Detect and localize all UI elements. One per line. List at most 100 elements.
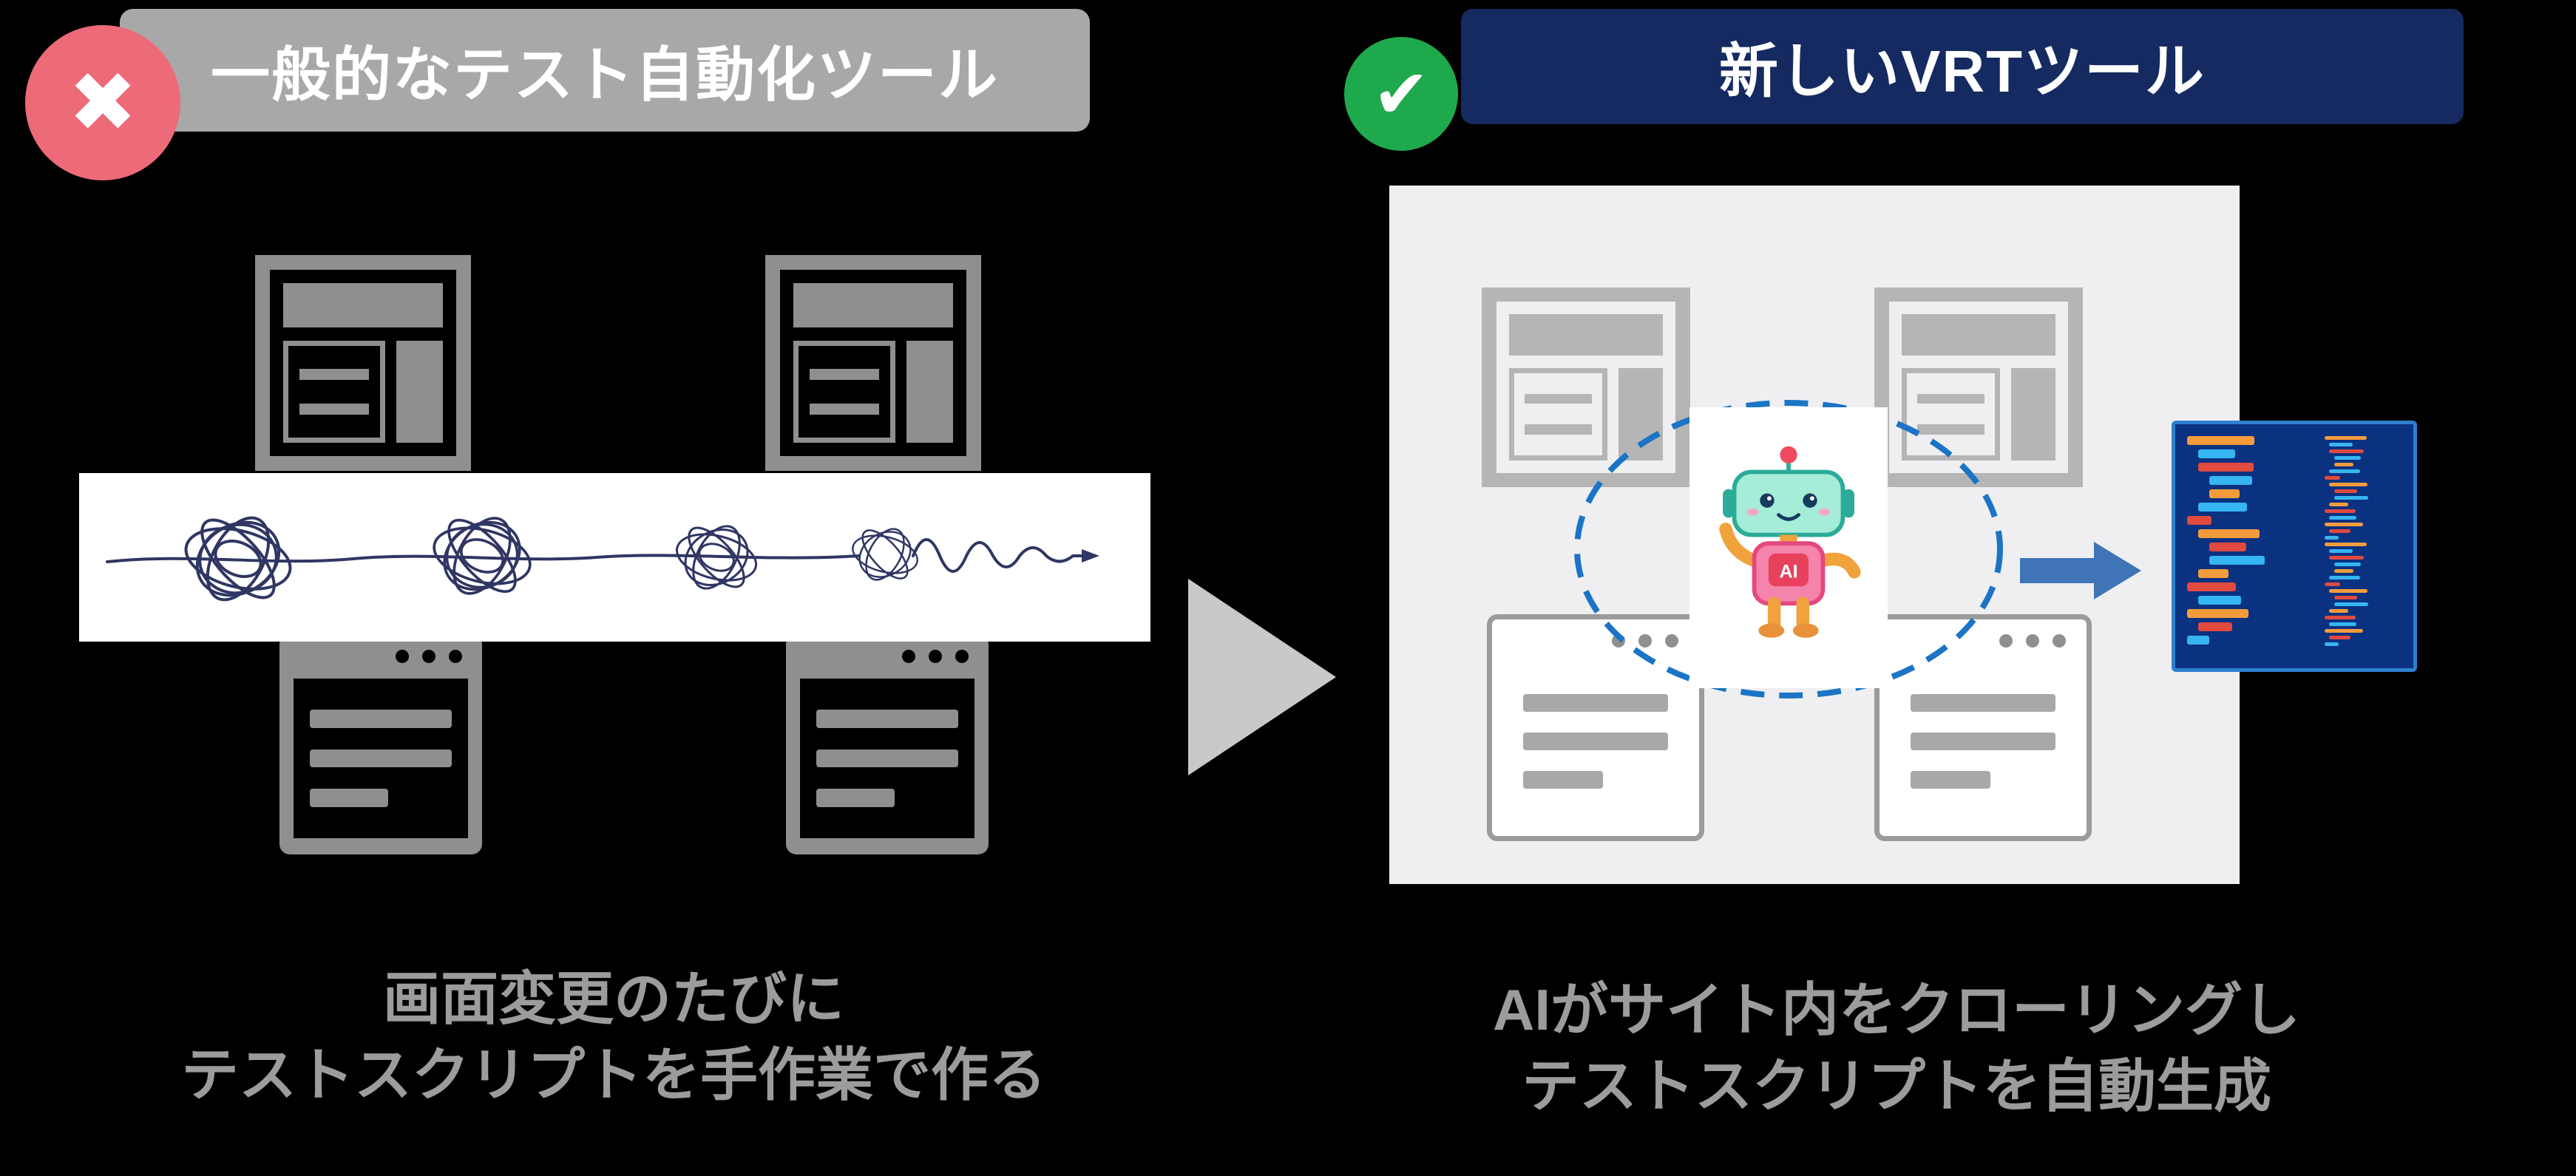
window-content [1506, 662, 1685, 820]
webpage-icon-detail [270, 270, 456, 456]
code-line [2333, 569, 2353, 573]
code-main-column [2187, 436, 2310, 656]
code-line [2325, 509, 2356, 513]
code-line [2197, 529, 2260, 538]
code-line [2187, 609, 2249, 618]
page-text-block [283, 340, 386, 443]
code-line [2187, 516, 2212, 525]
check-badge: ✔ [1344, 37, 1458, 151]
robot-icon: AI [1719, 446, 1861, 638]
webpage-icon [1482, 288, 1690, 487]
code-line [2333, 602, 2369, 606]
right-caption: AIがサイト内をクローリングし テストスクリプトを自動生成 [1331, 972, 2462, 1124]
code-line [2325, 436, 2367, 440]
code-line [2325, 629, 2364, 633]
code-minimap-column [2325, 436, 2402, 656]
left-header: 一般的なテスト自動化ツール [120, 9, 1090, 132]
code-line [2197, 569, 2229, 578]
code-line [2209, 543, 2246, 551]
code-line [2325, 582, 2340, 586]
cross-icon: ✖ [68, 56, 138, 149]
ai-robot-illustration: AI [1689, 407, 1888, 688]
browser-window-icon [786, 634, 989, 854]
window-menu-dots [786, 634, 989, 679]
webpage-icon [255, 255, 471, 471]
page-header-bar [793, 283, 953, 328]
crawl-ellipse-icon [1574, 400, 2003, 699]
code-line [2329, 622, 2356, 626]
code-line [2197, 449, 2235, 458]
code-line [2197, 503, 2248, 511]
code-line [2329, 516, 2356, 520]
right-header: 新しいVRTツール [1461, 9, 2464, 124]
vrt-panel: AI [1389, 186, 2240, 884]
webpage-icon-detail [1496, 301, 1676, 474]
code-line [2187, 636, 2209, 645]
code-line [2329, 449, 2365, 453]
webpage-icon-detail [780, 270, 966, 456]
tangled-line-icon [106, 516, 1099, 602]
cross-badge: ✖ [25, 25, 180, 180]
code-line [2325, 642, 2339, 646]
code-line [2329, 589, 2368, 593]
left-title: 一般的なテスト自動化ツール [211, 42, 999, 108]
code-line [2329, 469, 2360, 473]
code-line [2329, 529, 2351, 533]
generate-arrow-icon [2020, 542, 2141, 599]
webpage-icon [765, 255, 981, 471]
code-line [2209, 556, 2265, 565]
code-line [2329, 549, 2353, 553]
check-icon: ✔ [1372, 56, 1430, 132]
page-header-bar [1508, 313, 1664, 356]
code-line [2325, 616, 2356, 619]
code-line [2325, 476, 2340, 480]
window-menu-dots [279, 634, 482, 679]
code-line [2325, 536, 2339, 540]
code-line [2329, 636, 2351, 639]
browser-window-icon [279, 634, 482, 854]
window-content [294, 678, 468, 839]
right-title: 新しいVRTツール [1719, 38, 2206, 104]
code-line [2333, 456, 2361, 460]
code-line [2329, 483, 2368, 486]
code-line [2187, 436, 2255, 445]
code-line [2197, 463, 2254, 472]
right-caption-line-1: AIがサイト内をクローリングし [1492, 977, 2300, 1042]
window-menu-dots [1880, 619, 2087, 663]
page-image-block [396, 340, 443, 443]
code-line [2333, 562, 2361, 566]
code-line [2333, 489, 2357, 493]
code-line [2187, 582, 2237, 591]
code-line [2197, 622, 2233, 631]
code-line [2325, 523, 2364, 526]
right-caption-line-2: テストスクリプトを自動生成 [1521, 1053, 2271, 1118]
code-line [2329, 443, 2353, 446]
code-line [2197, 596, 2242, 605]
code-line [2209, 489, 2240, 498]
page-image-block [906, 340, 953, 443]
webpage-icon [1874, 288, 2083, 487]
window-content [800, 678, 975, 839]
left-caption: 画面変更のたびに テストスクリプトを手作業で作る [59, 961, 1168, 1113]
tangled-line-graphic [79, 473, 1150, 642]
page-text-block [1508, 367, 1608, 461]
window-content [1894, 662, 2072, 820]
page-image-block [2010, 367, 2056, 461]
code-line [2333, 496, 2369, 500]
left-caption-line-1: 画面変更のたびに [382, 966, 844, 1031]
code-line [2329, 576, 2360, 579]
left-caption-line-2: テストスクリプトを手作業で作る [180, 1041, 1046, 1107]
code-line [2325, 543, 2367, 546]
code-editor-thumbnail [2172, 421, 2417, 672]
browser-window-icon [1487, 614, 1704, 841]
transition-arrow-icon [1188, 579, 1336, 775]
code-line [2333, 463, 2353, 466]
code-line [2329, 556, 2365, 560]
page-text-block [793, 340, 896, 443]
page-text-block [1901, 367, 2001, 461]
code-line [2209, 476, 2253, 485]
code-line [2329, 503, 2349, 506]
code-line [2329, 609, 2349, 613]
page-header-bar [1901, 313, 2056, 356]
webpage-icon-detail [1888, 301, 2069, 474]
